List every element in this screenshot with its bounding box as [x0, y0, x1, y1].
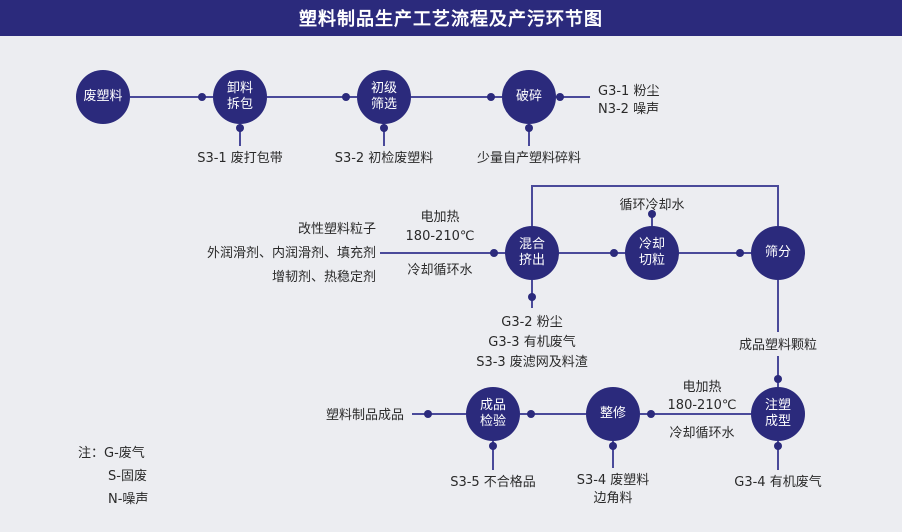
legend-item-g: G-废气 [104, 446, 145, 461]
node-screen [357, 70, 411, 124]
node-extrude-label: 混合挤出 [518, 237, 546, 268]
node-inspect-label: 成品检验 [479, 398, 507, 429]
junction-dot [648, 210, 656, 218]
label-mold-temp: 180-210℃ [667, 398, 737, 413]
legend-heading: 注： [78, 446, 105, 461]
junction-dot [424, 410, 432, 418]
junction-dot [609, 442, 617, 450]
junction-dot [527, 410, 535, 418]
junction-dot [525, 124, 533, 132]
junction-dot [380, 124, 388, 132]
junction-dot [489, 442, 497, 450]
node-sieve [751, 226, 805, 280]
node-cool-cut [625, 226, 679, 280]
label-granules: 成品塑料颗粒 [738, 338, 818, 353]
label-extrude-emissions: G3-2 粉尘 G3-3 有机废气 S3-3 废滤网及料渣 [476, 315, 588, 370]
node-waste-plastic [76, 70, 130, 124]
junction-dot [528, 293, 536, 301]
label-extrude-heat: 电加热 [420, 210, 460, 225]
junction-dot [487, 93, 495, 101]
junction-dot [236, 124, 244, 132]
junction-dot [774, 375, 782, 383]
label-extrude-cooling: 冷却循环水 [407, 263, 473, 278]
junction-dot [490, 249, 498, 257]
junction-dot [610, 249, 618, 257]
label-cooling-loop: 循环冷却水 [619, 198, 685, 213]
node-cool-cut-label: 冷却切粒 [638, 237, 666, 268]
node-trim-label: 整修 [599, 406, 627, 421]
label-mold-heat: 电加热 [682, 380, 722, 395]
node-screen-label: 初级筛选 [370, 81, 398, 112]
node-extrude [505, 226, 559, 280]
label-s3-2: S3-2 初检废塑料 [334, 151, 434, 166]
node-crush [502, 70, 556, 124]
label-crush-emissions: G3-1 粉尘 N3-2 噪声 [598, 84, 660, 117]
legend-item-n: N-噪声 [108, 492, 149, 507]
junction-dot [774, 442, 782, 450]
node-crush-label: 破碎 [515, 89, 543, 104]
label-extrude-temp: 180-210℃ [405, 229, 475, 244]
junction-dot [342, 93, 350, 101]
label-s3-4: S3-4 废塑料 边角料 [576, 473, 650, 506]
node-unload [213, 70, 267, 124]
junction-dot [736, 249, 744, 257]
label-extrude-inputs: 改性塑料粒子 外润滑剂、内润滑剂、填充剂 增韧剂、热稳定剂 [206, 222, 376, 285]
label-g3-4: G3-4 有机废气 [734, 475, 822, 490]
label-product: 塑料制品成品 [325, 408, 404, 423]
node-inspect [466, 387, 520, 441]
label-s3-5: S3-5 不合格品 [450, 475, 536, 490]
node-unload-label: 卸料拆包 [226, 81, 254, 112]
label-s3-1: S3-1 废打包带 [197, 151, 283, 166]
node-trim [586, 387, 640, 441]
junction-dot [198, 93, 206, 101]
node-mold [751, 387, 805, 441]
node-sieve-label: 筛分 [764, 245, 792, 260]
legend-item-s: S-固废 [108, 469, 147, 484]
label-mold-cooling: 冷却循环水 [669, 426, 735, 441]
node-waste-plastic-label: 废塑料 [83, 89, 123, 104]
junction-dot [647, 410, 655, 418]
label-crush-output: 少量自产塑料碎料 [476, 151, 582, 166]
junction-dot [556, 93, 564, 101]
node-mold-label: 注塑成型 [764, 398, 792, 429]
page-title: 塑料制品生产工艺流程及产污环节图 [0, 0, 902, 36]
